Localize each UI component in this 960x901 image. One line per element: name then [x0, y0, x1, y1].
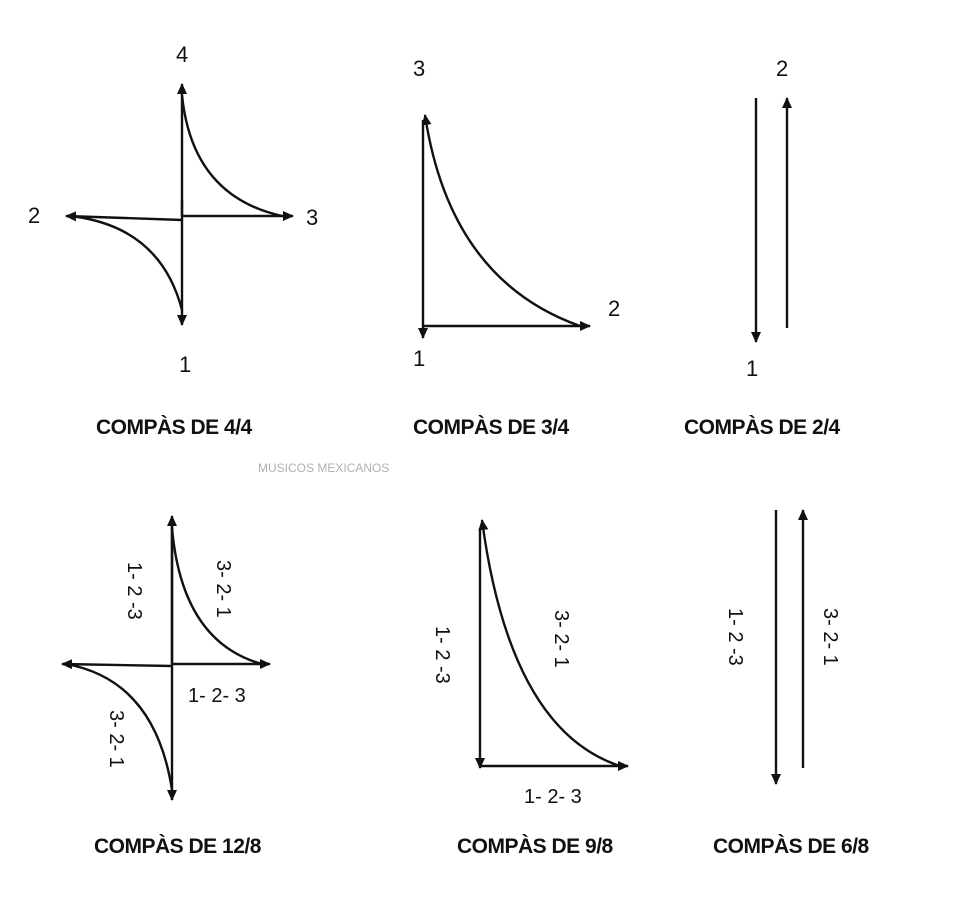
seq-right: 1- 2- 3	[524, 786, 582, 808]
beat-label-3: 3	[306, 205, 318, 230]
pattern-12-8: 1- 2 -3 3- 2- 1 1- 2- 3 3- 2- 1 COMPÀS D…	[61, 515, 271, 858]
beat-label-2: 2	[608, 296, 620, 321]
seq-left: 3- 2- 1	[105, 710, 127, 768]
pattern-9-8: 1- 2 -3 3- 2- 1 1- 2- 3 COMPÀS DE 9/8	[431, 519, 629, 858]
caption-3-4: COMPÀS DE 3/4	[413, 416, 570, 439]
curve-lower-left	[65, 662, 174, 791]
beat-label-3: 3	[413, 56, 425, 81]
curve-up	[478, 519, 621, 768]
caption-12-8: COMPÀS DE 12/8	[94, 835, 262, 858]
beat-label-1: 1	[413, 346, 425, 371]
caption-6-8: COMPÀS DE 6/8	[713, 835, 870, 858]
curve-lower-left	[69, 214, 184, 311]
arrow-left	[61, 659, 173, 670]
beat-label-1: 1	[179, 352, 191, 377]
seq-up: 3- 2- 1	[212, 560, 234, 618]
seq-up: 3- 2- 1	[819, 608, 841, 666]
seq-down: 1- 2 -3	[431, 626, 453, 684]
pattern-4-4: 4 2 3 1 COMPÀS DE 4/4	[28, 42, 318, 439]
watermark: MUSICOS MEXICANOS	[258, 461, 389, 475]
seq-right: 1- 2- 3	[188, 685, 246, 707]
pattern-6-8: 1- 2 -3 3- 2- 1 COMPÀS DE 6/8	[713, 509, 870, 858]
seq-curve: 3- 2- 1	[550, 610, 572, 668]
arrow-left-beat-2	[65, 211, 183, 222]
caption-9-8: COMPÀS DE 9/8	[457, 835, 614, 858]
seq-down: 1- 2 -3	[724, 608, 746, 666]
curve-upper-right	[170, 527, 263, 666]
pattern-3-4: 3 1 2 COMPÀS DE 3/4	[413, 56, 620, 439]
curve-up-beat-3	[421, 114, 581, 328]
beat-label-2: 2	[28, 203, 40, 228]
caption-2-4: COMPÀS DE 2/4	[684, 416, 841, 439]
beat-label-4: 4	[176, 42, 188, 67]
pattern-2-4: 2 1 COMPÀS DE 2/4	[684, 56, 841, 439]
beat-label-1: 1	[746, 356, 758, 381]
curve-upper-right	[180, 94, 283, 218]
seq-down: 1- 2 -3	[123, 562, 145, 620]
caption-4-4: COMPÀS DE 4/4	[96, 416, 253, 439]
beat-label-2: 2	[776, 56, 788, 81]
